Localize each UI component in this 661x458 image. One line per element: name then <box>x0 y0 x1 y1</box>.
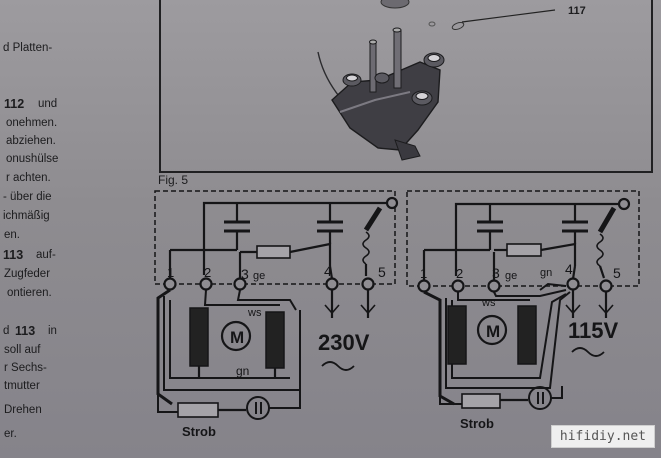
text-line: Drehen <box>4 404 42 416</box>
voltage-label: 230V <box>318 330 370 355</box>
clip-part <box>394 139 421 161</box>
callout-label: 117 <box>568 5 586 17</box>
strob-label: Strob <box>460 416 494 431</box>
text-line: abziehen. <box>6 135 56 147</box>
bracket-highlight <box>339 91 411 113</box>
switch-box-outline <box>406 190 640 287</box>
motor-label: M <box>230 328 244 347</box>
switch-box-outline <box>154 190 396 285</box>
text-line-bold: 112 <box>4 97 25 111</box>
text-line: r Sechs- <box>4 362 47 374</box>
text-line: r achten. <box>6 172 51 184</box>
text-line: in <box>48 325 57 337</box>
motor-label: M <box>486 322 500 341</box>
text-line-bold: 113 <box>15 324 36 338</box>
terminal-label: 2 <box>204 265 211 280</box>
labels-115v: 1 2 3 ge gn 4 5 ws M 115V Strob <box>420 261 621 431</box>
terminal-label: 5 <box>378 264 386 280</box>
wire-color-label: gn <box>540 267 552 279</box>
wire-color-label: ge <box>253 270 265 282</box>
text-line: d Platten- <box>3 42 53 54</box>
terminal-label: 2 <box>456 266 463 281</box>
text-line: ichmäßig <box>3 210 50 222</box>
screws <box>342 52 445 106</box>
terminal-label: 1 <box>420 266 427 281</box>
terminal-label: 4 <box>324 263 332 279</box>
voltage-label: 115V <box>568 318 618 343</box>
callout-leader <box>461 9 556 23</box>
wire-color-label: ws <box>481 297 496 309</box>
circuit-115v <box>406 190 640 410</box>
text-line: - über die <box>3 191 52 203</box>
text-line: auf- <box>36 249 56 261</box>
terminal-label: 5 <box>613 265 621 281</box>
figure-frame <box>159 0 653 173</box>
mechanical-figure: 117 <box>159 0 653 173</box>
text-line: er. <box>4 428 17 440</box>
text-line: Zugfeder <box>4 268 51 280</box>
text-line: ontieren. <box>7 287 52 299</box>
watermark: hifidiy.net <box>550 425 655 448</box>
labels-230v: 1 2 3 ge 4 5 ws M gn 230V Strob <box>167 263 386 439</box>
terminal-label: 1 <box>167 265 174 280</box>
text-line: onehmen. <box>6 117 58 129</box>
figure-caption: Fig. 5 <box>158 173 188 187</box>
terminal-label: 4 <box>565 261 573 277</box>
strob-label: Strob <box>182 424 216 439</box>
text-line: und <box>38 98 58 110</box>
text-line: tmutter <box>4 380 40 392</box>
wire-color-label: ws <box>247 307 262 319</box>
spring-part <box>451 22 465 30</box>
text-line: d <box>3 325 10 337</box>
terminal-label: 3 <box>241 266 249 282</box>
wire-color-label: ge <box>505 270 517 282</box>
small-part <box>428 21 436 27</box>
text-line: onushülse <box>6 153 59 165</box>
text-line: soll auf <box>4 344 41 356</box>
circuit-230v <box>154 190 399 420</box>
text-line: en. <box>4 229 20 241</box>
terminal-label: 3 <box>492 265 500 281</box>
text-line-bold: 113 <box>3 248 24 262</box>
cap-part <box>380 0 410 9</box>
wire-color-label: gn <box>236 364 249 378</box>
